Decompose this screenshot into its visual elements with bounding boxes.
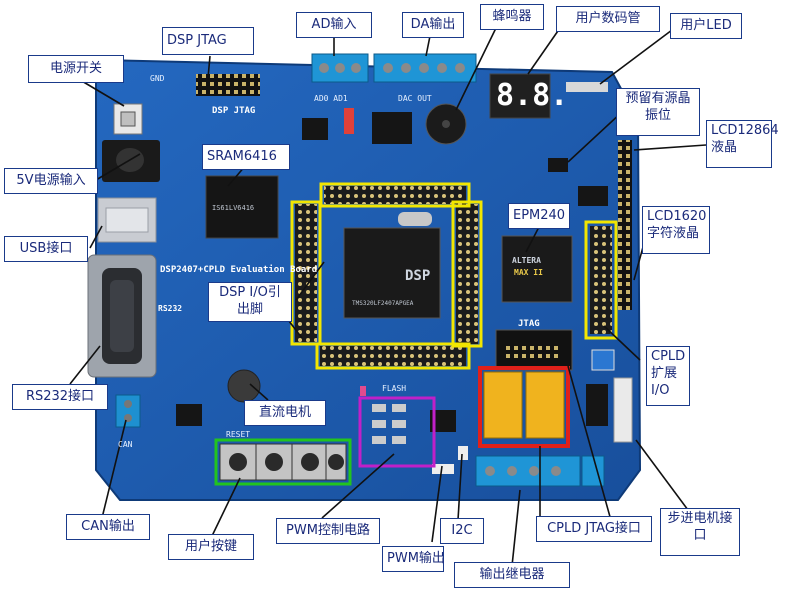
callout-can-out: CAN输出: [66, 514, 150, 540]
callout-reserved-osc: 预留有源晶振位: [616, 88, 700, 136]
dsp-header-right: [456, 204, 478, 344]
callout-power-input: 5V电源输入: [4, 168, 98, 194]
can-silk: CAN: [118, 440, 133, 449]
ad-silk: AD0 AD1: [314, 94, 348, 103]
dsp-jtag-header: [196, 74, 260, 96]
frame-user-keys: [214, 438, 352, 486]
altera-silk: ALTERA: [512, 256, 541, 265]
frame-dsp-header-right: [451, 200, 483, 348]
frame-dsp-header-top: [319, 182, 471, 208]
dsp-header-top: [324, 186, 466, 204]
callout-dsp-jtag: DSP JTAG: [162, 27, 254, 55]
frame-dsp-header-left: [290, 200, 322, 346]
lcd12864-header: [618, 140, 632, 310]
callout-user-led: 用户LED: [670, 13, 742, 39]
stepper-connector: [613, 377, 633, 443]
callout-lcd12864: LCD12864液晶: [706, 120, 779, 168]
callout-buzzer: 蜂鸣器: [480, 4, 544, 30]
callout-dsp-io: DSP I/O引出脚: [208, 282, 292, 322]
callout-stepper: 步进电机接口: [660, 508, 740, 556]
cpld-io-header: [590, 226, 612, 334]
rs232-silk: RS232: [158, 304, 183, 313]
reset-silk: RESET: [226, 430, 251, 439]
callout-i2c: I2C: [440, 518, 484, 544]
user-leds: [566, 82, 608, 92]
callout-cpld-jtag: CPLD JTAG接口: [536, 516, 652, 542]
dsp-header-bottom: [320, 346, 466, 366]
callout-sram: SRAM6416: [202, 144, 290, 170]
cpld-chip: [501, 235, 573, 303]
dsp-header-left: [295, 204, 317, 342]
callout-ad-input: AD输入: [296, 12, 372, 38]
seg-display-digits: 8.8.: [496, 78, 569, 113]
callout-lcd1620: LCD1620字符液晶: [642, 206, 710, 254]
da-silk: DAC OUT: [398, 94, 432, 103]
board-name-silk: DSP2407+CPLD Evaluation Board: [160, 265, 318, 275]
flash-silk: FLASH: [382, 384, 407, 393]
callout-rs232: RS232接口: [12, 384, 108, 410]
callout-user-keys: 用户按键: [168, 534, 254, 560]
frame-pwm-circuit: [358, 396, 436, 468]
callout-power-switch: 电源开关: [28, 55, 124, 83]
dsp-logo-silk: DSP: [405, 268, 431, 284]
sram-chip: [205, 175, 279, 239]
callout-pwm-out: PWM输出: [382, 546, 445, 572]
callout-relay-out: 输出继电器: [454, 562, 570, 588]
callout-cpld-io: CPLD扩展I/O: [646, 346, 690, 406]
jtag-silk: JTAG: [518, 319, 540, 329]
sram-part-silk: IS61LV6416: [212, 204, 255, 212]
callout-da-output: DA输出: [402, 12, 464, 38]
gnd-silk: GND: [150, 74, 165, 83]
can-terminal: [115, 394, 141, 428]
dsp-chip: [343, 227, 441, 319]
dc-motor: [227, 369, 261, 403]
frame-dsp-header-bottom: [315, 342, 471, 370]
user-buttons: [219, 443, 347, 481]
callout-epm240: EPM240: [508, 203, 570, 229]
callout-pwm-circuit: PWM控制电路: [276, 518, 380, 544]
frame-cpld-io: [584, 220, 618, 340]
relay-2: [525, 371, 565, 439]
ti-part-silk: TMS320LF2407APGEA: [352, 300, 414, 307]
seven-segment-display: [489, 73, 551, 119]
frame-relays: [478, 366, 570, 448]
leader-lines: [69, 27, 707, 567]
callout-usb: USB接口: [4, 236, 88, 262]
callout-user-seg: 用户数码管: [556, 6, 660, 32]
callout-dc-motor: 直流电机: [244, 400, 326, 426]
max2-silk: MAX II: [514, 268, 543, 277]
dsp-jtag-silk: DSP JTAG: [212, 106, 256, 116]
relay-1: [483, 371, 523, 439]
